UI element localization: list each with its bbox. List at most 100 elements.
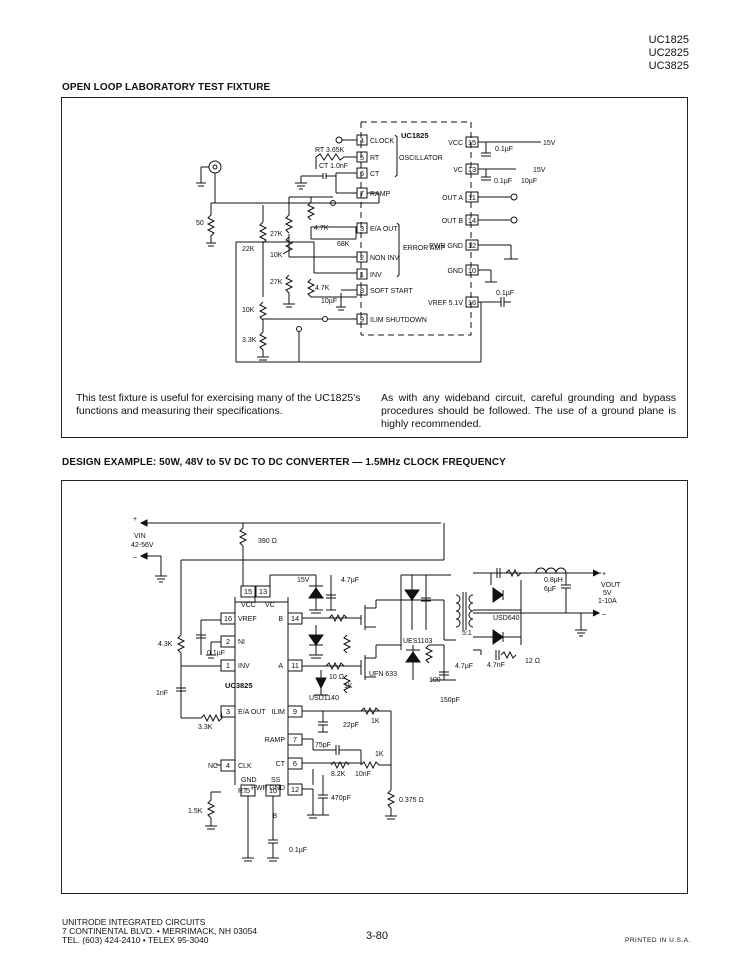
conv-r1k-c-value: 1K [375, 751, 384, 758]
footer-company-name: UNITRODE INTEGRATED CIRCUITS [62, 917, 206, 927]
fixture-label-vc: VC [453, 167, 463, 174]
conv-label-a: A [278, 663, 283, 670]
fixture-pin-3: 3 [360, 224, 364, 233]
fixture-label-out-b: OUT B [442, 218, 464, 225]
conv-ufn633-value: UFN 633 [369, 671, 397, 678]
conv-pin-13: 13 [259, 587, 267, 596]
conv-pin-7: 7 [293, 735, 297, 744]
conv-pin-11: 11 [291, 661, 299, 670]
conv-label-vref: VREF [238, 616, 257, 623]
converter-minus-input: – [133, 554, 137, 561]
fixture-label-vcc: VCC [448, 140, 463, 147]
fixture-pin-13: 13 [468, 165, 476, 174]
fixture-ct-value: CT 1.0nF [319, 163, 348, 170]
fixture-r22k-value: 22K [242, 246, 255, 253]
fixture-label-gnd: GND [447, 268, 463, 275]
footer-company: UNITRODE INTEGRATED CIRCUITS 7 CONTINENT… [62, 918, 257, 945]
fixture-description-right: As with any wideband circuit, careful gr… [381, 392, 676, 430]
fixture-label-vref: VREF 5.1V [428, 300, 463, 307]
fixture-r10k-a-value: 10K [270, 252, 283, 259]
fixture-label-ilim: ILIM SHUTDOWN [370, 317, 427, 324]
section-title-design-example: DESIGN EXAMPLE: 50W, 48V to 5V DC TO DC … [62, 457, 506, 468]
conv-c01uf-a-value: 0.1µF [207, 650, 225, 657]
conv-r0375-value: 0.375 Ω [399, 797, 424, 804]
conv-label-rt: RT [238, 788, 248, 795]
fixture-v15-a-value: 15V [543, 140, 556, 147]
conv-c150pf-value: 150pF [440, 697, 460, 704]
printed-in-usa: PRINTED IN U.S.A. [625, 937, 691, 944]
page-number: 3-80 [366, 930, 389, 942]
fixture-r10k-b-value: 10K [242, 307, 255, 314]
conv-ratio-value: 5:1 [462, 630, 472, 637]
converter-plus-input: + [133, 516, 137, 523]
fixture-r47k-a-value: 4.7K [314, 225, 329, 232]
conv-label-ss: SS [271, 777, 281, 784]
fixture-pin-11: 11 [468, 193, 476, 202]
part-number-1: UC1825 [648, 34, 689, 46]
fixture-c-vc2-value: 10µF [521, 178, 537, 185]
fixture-pin-16: 16 [468, 298, 476, 307]
conv-label-ramp: RAMP [265, 737, 286, 744]
fixture-c-vc-value: 0.1µF [494, 178, 512, 185]
fixture-pin-10: 10 [468, 266, 476, 275]
conv-r33k-value: 3.3K [198, 724, 213, 731]
conv-c75pf-value: 75pF [315, 742, 331, 749]
conv-pin-9: 9 [293, 707, 297, 716]
fixture-ic-name: UC1825 [401, 131, 429, 140]
fixture-pin-1: 1 [360, 270, 364, 279]
conv-vout-label: VOUT [601, 582, 621, 589]
conv-label-ea-out: E/A OUT [238, 709, 266, 716]
fixture-label-ea-out: E/A OUT [370, 226, 398, 233]
fixture-pin-15: 15 [468, 138, 476, 147]
fixture-rt-value: RT 3.65K [315, 147, 345, 154]
fixture-r27k-b-value: 27K [270, 279, 283, 286]
fixture-label-pwr-gnd: PWR GND [429, 243, 463, 250]
conv-pin-1: 1 [226, 661, 230, 670]
conv-ues1103-value: UES1103 [403, 638, 433, 645]
converter-frame [61, 480, 688, 894]
conv-label-vc: VC [265, 602, 275, 609]
fixture-pin-14: 14 [468, 216, 476, 225]
conv-c470pf-value: 470pF [331, 795, 351, 802]
conv-pin-4: 4 [226, 761, 230, 770]
fixture-label-ramp: RAMP [370, 191, 391, 198]
fixture-pin-4: 4 [360, 136, 364, 145]
test-fixture-schematic: 4 5 6 7 3 2 1 8 9 15 13 11 14 12 10 16 C… [196, 121, 556, 363]
conv-pin-14: 14 [291, 614, 299, 623]
fixture-pin-7: 7 [360, 189, 364, 198]
conv-nc-label: NC [208, 763, 218, 770]
conv-usd1140-value: USD1140 [309, 695, 339, 702]
conv-label-ni: NI [238, 639, 245, 646]
fixture-pin-12: 12 [468, 241, 476, 250]
fixture-r47k-b-value: 4.7K [315, 285, 330, 292]
conv-c6uf-value: 6µF [544, 586, 556, 593]
conv-r15k-value: 1.5K [188, 808, 203, 815]
conv-label-ct: CT [276, 761, 286, 768]
conv-r12-value: 12 Ω [525, 658, 540, 665]
conv-r82k-value: 8.2K [331, 771, 346, 778]
fixture-pin-2: 2 [360, 253, 364, 262]
fixture-label-out-a: OUT A [442, 195, 463, 202]
conv-label-pwr-gnd: PWR GND [251, 785, 285, 792]
conv-r43k-value: 4.3K [158, 641, 173, 648]
conv-c10nf-value: 10nF [355, 771, 371, 778]
conv-c22pf-value: 22pF [343, 722, 359, 729]
conv-pin-6: 6 [293, 759, 297, 768]
fixture-label-oscillator: OSCILLATOR [399, 155, 443, 162]
fixture-r50-value: 50 [196, 220, 204, 227]
converter-vin-label: VIN [134, 533, 146, 540]
conv-label-vcc: VCC [241, 602, 256, 609]
fixture-c-vcc-value: 0.1µF [495, 146, 513, 153]
conv-v15-value: 15V [297, 577, 310, 584]
fixture-r68k-value: 68K [337, 241, 350, 248]
conv-pin-16: 16 [224, 614, 232, 623]
part-number-2: UC2825 [648, 47, 689, 59]
fixture-pin-8: 8 [360, 286, 364, 295]
fixture-label-inv: INV [370, 272, 382, 279]
fixture-label-non-inv: NON INV [370, 255, 400, 262]
fixture-c-ref-value: 0.1µF [496, 290, 514, 297]
fixture-label-clock: CLOCK [370, 138, 394, 145]
conv-l08uh-value: 0.8µH [544, 577, 563, 584]
converter-minus-output: – [602, 611, 606, 618]
footer-company-phone: TEL. (603) 424-2410 • TELEX 95-3040 [62, 935, 209, 945]
